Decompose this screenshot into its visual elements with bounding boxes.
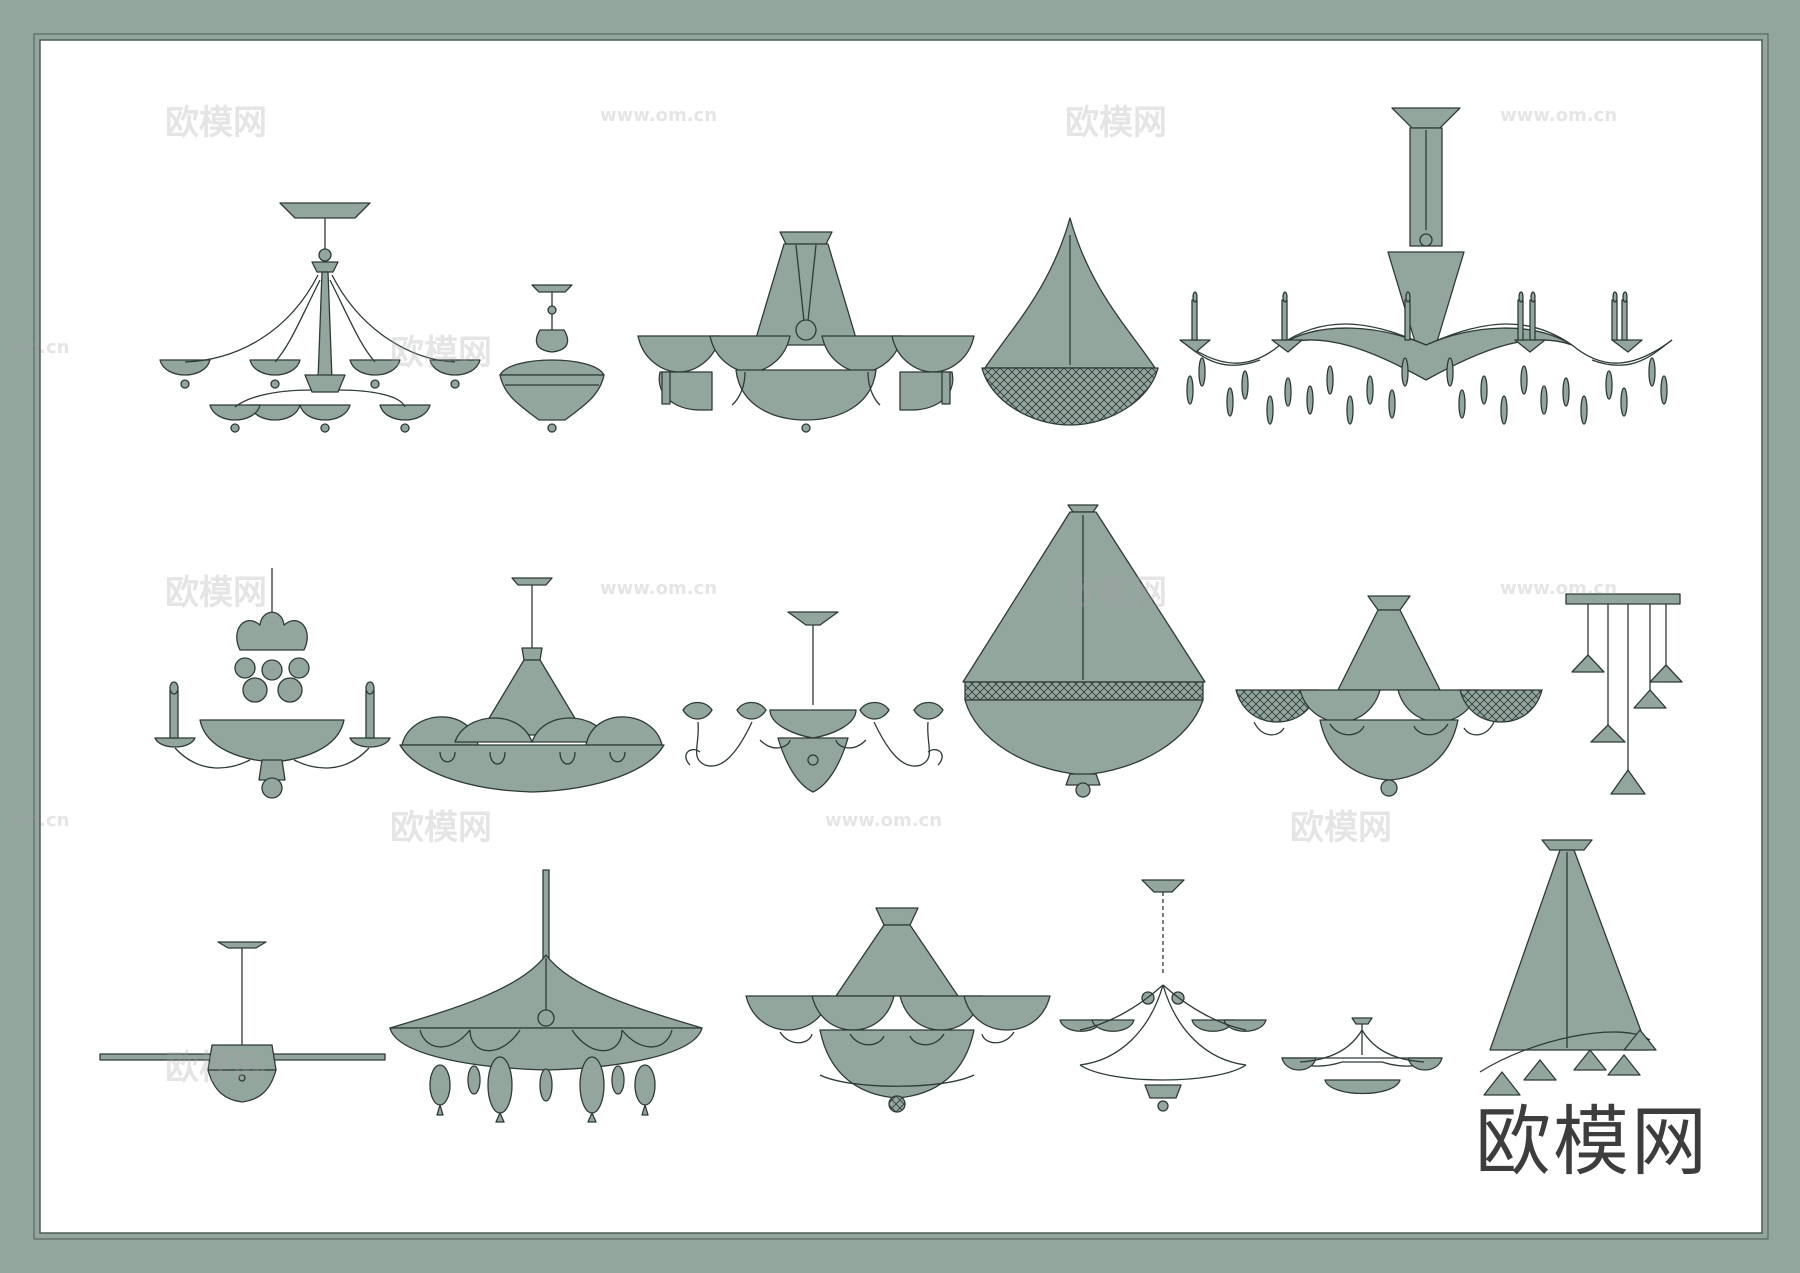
chandelier-6-scroll-crest <box>154 568 391 799</box>
chandelier-13-tent-crystal <box>389 869 703 1123</box>
chandelier-2-pendant <box>499 284 605 433</box>
chandelier-1-bowl-arms <box>159 202 481 433</box>
chandelier-12-ceiling-fan <box>99 941 386 1103</box>
watermark-site-1: www.om.cn <box>600 105 718 126</box>
chandelier-3-wide-bowls <box>637 231 975 433</box>
chandelier-17-tripod-cone <box>1479 839 1657 1096</box>
watermark-brand-7: 欧模网 <box>1290 808 1392 848</box>
chandelier-8-tulip-scroll <box>682 611 944 793</box>
watermark-brand-1: 欧模网 <box>165 103 267 143</box>
chandelier-15-chain-scroll <box>1059 879 1267 1112</box>
chandelier-10-multi-bowl <box>1235 595 1543 797</box>
watermark-site-7: www.om.cn <box>825 810 943 831</box>
chandelier-9-cone-bowl <box>962 504 1206 798</box>
watermark-brand-4: 欧模网 <box>165 573 267 613</box>
watermark-brand-6: 欧模网 <box>390 808 492 848</box>
brand-logo-text: 欧模网 <box>1475 1097 1709 1186</box>
chandelier-14-ring-bowls <box>745 907 1051 1113</box>
watermark-site-2: www.om.cn <box>1500 105 1618 126</box>
watermark-site-3: om.cn <box>8 337 70 358</box>
chandelier-5-candle-crystals <box>1179 107 1673 425</box>
chandelier-11-triangle-cluster <box>1565 593 1683 795</box>
watermark-site-6: om.cn <box>8 810 70 831</box>
watermark-brand-8: 欧模网 <box>165 1048 267 1088</box>
chandelier-7-dome-scallop <box>399 577 665 793</box>
watermark-brand-3: 欧模网 <box>390 333 492 373</box>
chandelier-4-sail-basket <box>981 217 1159 426</box>
watermark-site-5: www.om.cn <box>1500 578 1618 599</box>
watermark-brand-2: 欧模网 <box>1065 103 1167 143</box>
watermark-brand-5: 欧模网 <box>1065 573 1167 613</box>
chandelier-16-small-cluster <box>1281 1017 1443 1095</box>
watermark-site-4: www.om.cn <box>600 578 718 599</box>
